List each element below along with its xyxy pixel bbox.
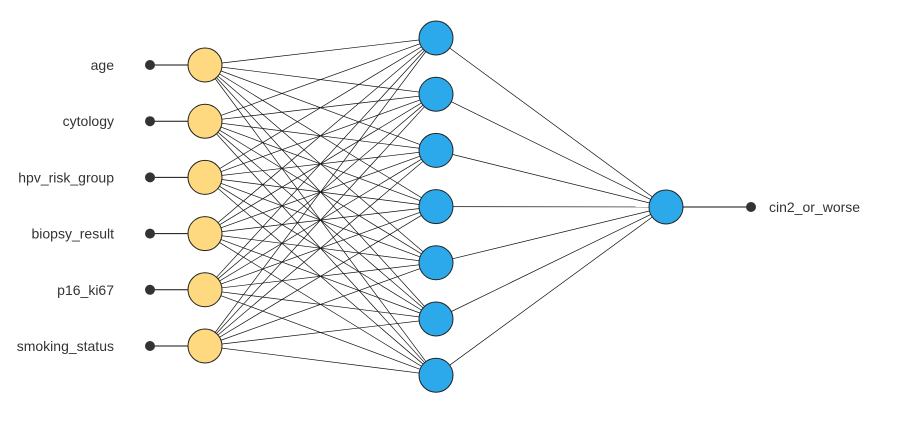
output-terminal-dot: [746, 202, 756, 212]
input-node-2: [187, 103, 223, 139]
input-node-6: [187, 328, 223, 364]
input-label-3: hpv_risk_group: [18, 169, 114, 185]
edge-input-6-hidden-2: [204, 93, 437, 347]
edge-input-6-hidden-7: [204, 345, 437, 376]
input-terminal-dot-3: [145, 172, 155, 183]
hidden-node-3: [418, 132, 454, 168]
hidden-node-5: [418, 245, 454, 281]
edge-input-2-hidden-1: [204, 37, 437, 122]
input-terminal-dot-4: [145, 228, 155, 239]
terminal-stubs-layer: [145, 60, 756, 351]
nodes-layer: [187, 20, 684, 393]
input-label-4: biopsy_result: [32, 226, 115, 242]
edge-input-6-hidden-3: [204, 150, 437, 347]
input-terminal-dot-5: [145, 284, 155, 295]
edge-input-6-hidden-1: [204, 37, 437, 347]
edge-hidden-2-output: [435, 93, 667, 208]
edge-input-1-hidden-1: [204, 37, 437, 66]
input-label-1: age: [91, 57, 115, 73]
input-node-3: [187, 159, 223, 195]
edge-hidden-3-output: [435, 150, 667, 208]
input-terminal-dot-1: [145, 60, 155, 70]
hidden-node-6: [418, 301, 454, 337]
input-label-5: p16_ki67: [57, 282, 114, 298]
input-terminal-dot-2: [145, 116, 155, 127]
edges-layer: [204, 37, 667, 376]
edge-input-3-hidden-1: [204, 37, 437, 178]
labels-layer: age cytology hpv_risk_group biopsy_result p1…: [17, 57, 861, 354]
edge-hidden-1-output: [435, 37, 667, 208]
hidden-node-7: [418, 357, 454, 393]
edge-input-6-hidden-6: [204, 318, 437, 347]
edge-input-6-hidden-4: [204, 206, 437, 347]
edge-input-4-hidden-1: [204, 37, 437, 234]
edge-hidden-7-output: [435, 206, 667, 376]
input-node-5: [187, 272, 223, 308]
hidden-node-4: [418, 189, 454, 225]
input-label-2: cytology: [63, 113, 114, 129]
input-terminal-dot-6: [145, 341, 155, 351]
edge-hidden-6-output: [435, 206, 667, 320]
edge-hidden-5-output: [435, 206, 667, 264]
output-label: cin2_or_worse: [769, 199, 860, 215]
edge-input-6-hidden-5: [204, 262, 437, 347]
hidden-node-2: [418, 76, 454, 112]
input-node-4: [187, 216, 223, 252]
output-node: [648, 189, 684, 225]
edge-input-5-hidden-1: [204, 37, 437, 291]
input-node-1: [187, 47, 223, 83]
input-label-6: smoking_status: [17, 338, 114, 354]
hidden-node-1: [418, 20, 454, 56]
